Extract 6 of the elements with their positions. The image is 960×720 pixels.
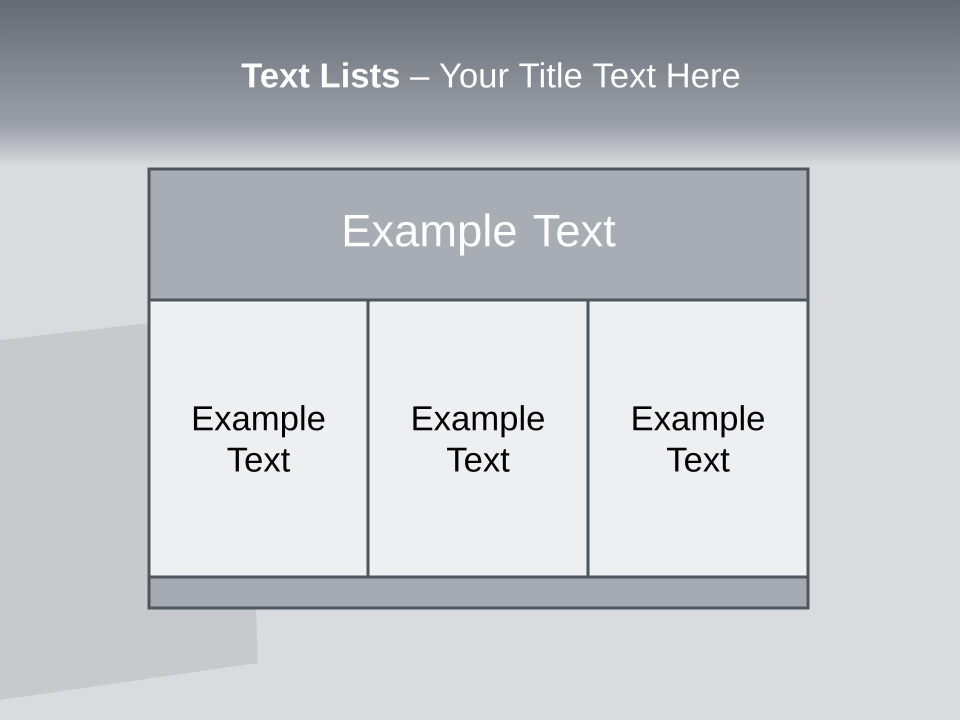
text-box: Example Text (366, 298, 590, 578)
footer-bar (148, 576, 810, 610)
text-box: Example Text (586, 298, 810, 578)
header-box: Example Text (148, 168, 810, 302)
title: Text Lists – Your Title Text Here (242, 62, 740, 88)
text-box: Example Text (148, 298, 370, 578)
